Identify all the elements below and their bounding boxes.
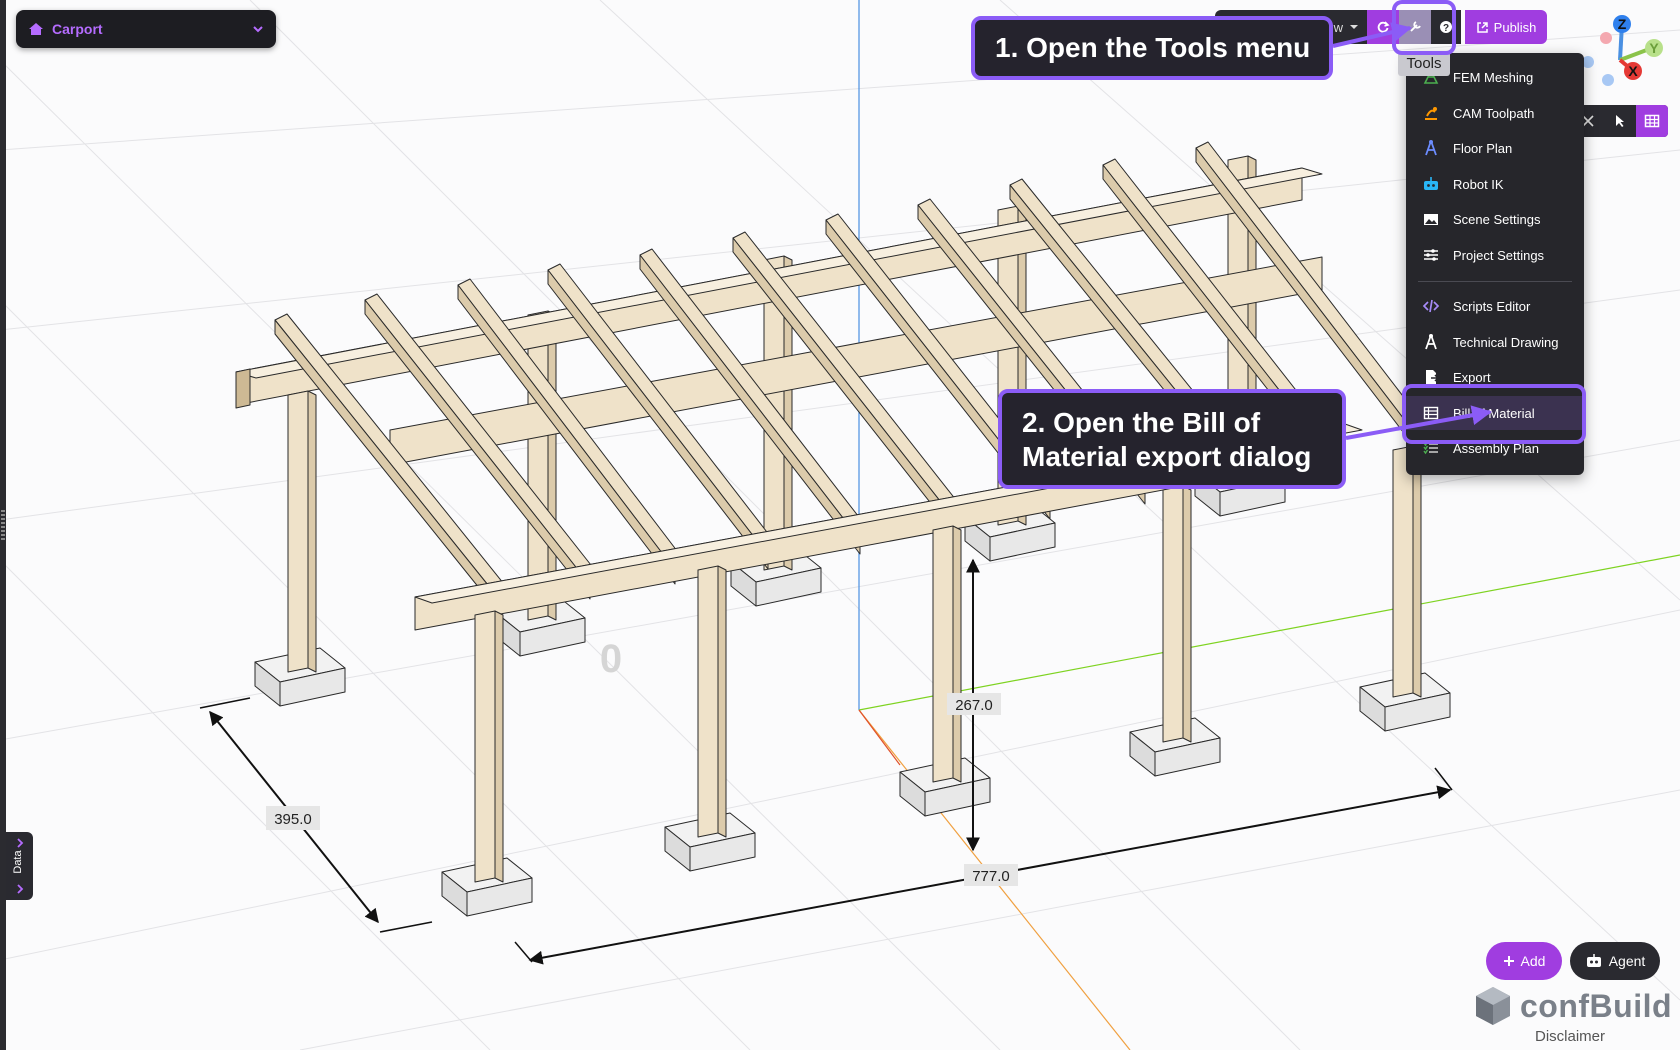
wooden-post[interactable] (697, 565, 719, 838)
add-button[interactable]: Add (1486, 942, 1562, 980)
brand-footer: confBuild Disclaimer (1473, 985, 1672, 1045)
dimension-lines (199, 558, 1453, 965)
dimension-labels: 395.0 777.0 267.0 0 (266, 637, 1018, 886)
step-2-callout: 2. Open the Bill of Material export dial… (998, 389, 1346, 489)
data-panel-tab[interactable]: Data (6, 832, 33, 900)
chevron-right-icon (17, 838, 24, 848)
menu-item-robot-ik[interactable]: Robot IK (1406, 167, 1584, 201)
resize-handle[interactable] (1, 510, 5, 540)
step-2-line-2: Material export dialog (1022, 441, 1312, 472)
tools-icon (1410, 21, 1421, 32)
wooden-post[interactable] (1392, 445, 1414, 698)
menu-item-label: CAM Toolpath (1453, 105, 1535, 121)
length-dimension-label: 777.0 (972, 868, 1010, 885)
add-label: Add (1520, 953, 1546, 969)
data-tab-label: Data (12, 850, 24, 874)
menu-item-label: Floor Plan (1453, 140, 1513, 156)
menu-item-label: Assembly Plan (1453, 440, 1539, 456)
menu-item-cam-toolpath[interactable]: CAM Toolpath (1406, 96, 1584, 130)
tools-button-highlight (1392, 0, 1456, 55)
image-icon (1421, 209, 1441, 229)
home-icon (29, 23, 43, 35)
y-axis-line (858, 554, 1680, 711)
disclaimer-link[interactable]: Disclaimer (1535, 1028, 1606, 1045)
file-export-icon (1421, 367, 1441, 387)
help-icon: ? (1440, 21, 1452, 34)
menu-item-project-settings[interactable]: Project Settings (1406, 238, 1584, 272)
sliders-icon (1421, 245, 1441, 265)
x-axis-handle[interactable] (1624, 62, 1642, 80)
robot-icon (1586, 954, 1601, 967)
step-1-callout: 1. Open the Tools menu (971, 16, 1333, 80)
code-icon (1421, 296, 1441, 316)
bill-of-material-highlight (1402, 384, 1586, 444)
menu-item-label: Scripts Editor (1453, 298, 1531, 314)
view-mode-label: w (1333, 19, 1343, 35)
confbuild-logo-icon (1476, 987, 1510, 1025)
agent-label: Agent (1608, 953, 1646, 969)
height-dimension-label: 267.0 (955, 697, 993, 714)
external-link-icon (1476, 21, 1488, 33)
measure-tool-button[interactable] (1572, 105, 1604, 137)
chevron-down-icon (253, 26, 263, 33)
project-name: Carport (52, 21, 103, 37)
menu-item-label: FEM Meshing (1453, 69, 1534, 85)
menu-item-label: Export (1453, 369, 1491, 385)
menu-item-label: Scene Settings (1453, 211, 1541, 227)
wooden-post[interactable] (1162, 485, 1184, 743)
scissors-icon (1582, 115, 1594, 127)
wooden-post[interactable] (932, 525, 954, 783)
toolpath-icon (1421, 103, 1441, 123)
svg-text:Y: Y (1649, 40, 1659, 56)
menu-item-scripts-editor[interactable]: Scripts Editor (1406, 289, 1584, 323)
brand-name: confBuild (1520, 988, 1673, 1024)
compass-icon (1421, 138, 1441, 158)
refresh-icon (1377, 21, 1390, 33)
viewport-tools (1572, 105, 1668, 137)
menu-item-label: Technical Drawing (1453, 334, 1559, 350)
menu-divider (1418, 281, 1572, 282)
tools-tooltip: Tools (1398, 52, 1450, 76)
wooden-post[interactable] (474, 610, 496, 883)
menu-item-floor-plan[interactable]: Floor Plan (1406, 131, 1584, 165)
robot-icon (1421, 174, 1441, 194)
svg-text:?: ? (1443, 23, 1449, 34)
menu-item-export[interactable]: Export (1406, 360, 1584, 394)
step-2-line-1: 2. Open the Bill of (1022, 407, 1261, 438)
menu-item-label: Robot IK (1453, 176, 1504, 192)
menu-item-scene-settings[interactable]: Scene Settings (1406, 202, 1584, 236)
y-axis-handle[interactable] (1645, 39, 1663, 57)
project-selector[interactable]: Carport (16, 10, 276, 48)
wooden-post[interactable] (287, 390, 309, 673)
publish-button[interactable]: Publish (1465, 10, 1547, 44)
agent-button[interactable]: Agent (1570, 942, 1660, 980)
help-button[interactable]: ? (1431, 10, 1461, 44)
svg-text:X: X (1628, 63, 1638, 79)
axis-gizmo[interactable]: Z Y X (1582, 15, 1663, 86)
select-tool-button[interactable] (1604, 105, 1636, 137)
cursor-icon (1616, 115, 1624, 127)
carport-model[interactable] (235, 141, 1451, 917)
chevron-right-icon (17, 884, 24, 894)
drafting-icon (1421, 332, 1441, 352)
menu-item-label: Project Settings (1453, 247, 1545, 263)
caret-down-icon (1350, 25, 1358, 29)
left-edge-bar (0, 0, 6, 1050)
plus-icon (1503, 956, 1514, 966)
z-axis-handle[interactable] (1613, 15, 1631, 33)
menu-item-technical-drawing[interactable]: Technical Drawing (1406, 325, 1584, 359)
origin-label: 0 (600, 637, 622, 681)
grid-icon (1644, 114, 1660, 128)
mesh-icon (1421, 67, 1441, 87)
grid-toggle-button[interactable] (1636, 105, 1668, 137)
svg-text:Z: Z (1618, 16, 1627, 32)
menu-item-fem-meshing[interactable]: FEM Meshing (1406, 60, 1584, 94)
publish-label: Publish (1493, 19, 1537, 35)
depth-dimension-label: 395.0 (274, 811, 312, 828)
